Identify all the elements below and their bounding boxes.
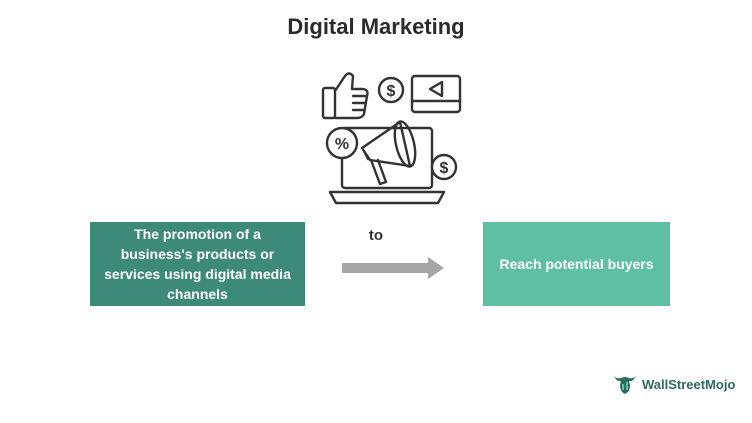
percent-badge-icon [325, 126, 359, 160]
goal-box: Reach potential buyers [483, 222, 670, 306]
percent-symbol: % [335, 136, 349, 153]
dollar-symbol: $ [387, 83, 396, 100]
video-player-icon [410, 74, 462, 114]
dollar-symbol: $ [440, 160, 449, 177]
thumbs-up-icon [321, 72, 369, 120]
definition-box: The promotion of a business's products o… [90, 222, 305, 306]
connector-label: to [368, 227, 384, 244]
bull-logo-icon [614, 376, 636, 394]
digital-marketing-icon: $ % $ [321, 72, 462, 205]
brand-logo: WallStreetMojo [612, 372, 735, 396]
brand-name: WallStreetMojo [642, 376, 736, 392]
right-arrow-icon [342, 257, 444, 279]
arrow-shape [342, 257, 444, 279]
dollar-coin-icon [430, 153, 458, 181]
definition-text: The promotion of a business's products o… [104, 226, 291, 302]
megaphone-icon [360, 120, 417, 186]
page-title: Digital Marketing [287, 14, 465, 39]
dollar-coin-icon [377, 76, 405, 104]
goal-text: Reach potential buyers [499, 256, 654, 272]
laptop-base-icon [328, 190, 446, 205]
